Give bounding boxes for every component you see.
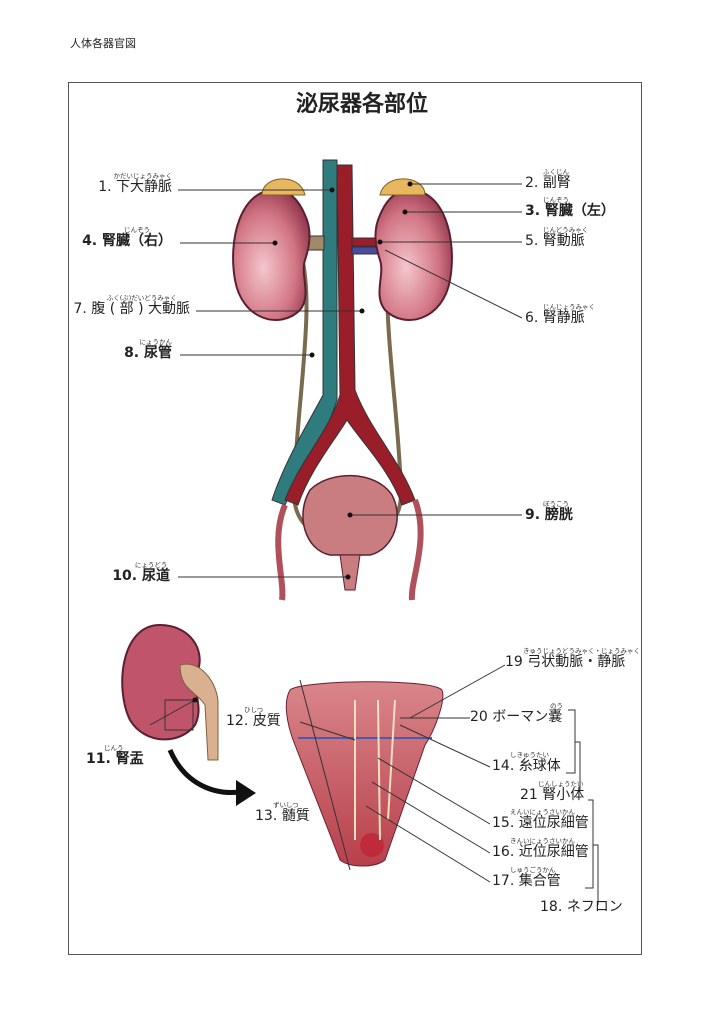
diagram-title: 泌尿器各部位 xyxy=(295,92,428,117)
urethra xyxy=(339,554,361,591)
adrenal-right xyxy=(261,178,306,196)
kidney-left xyxy=(374,188,453,321)
section-marker xyxy=(164,699,194,731)
diagram-frame xyxy=(68,82,642,955)
iliac-vessels xyxy=(275,498,424,601)
adrenal-left xyxy=(379,178,426,196)
label-nephron: 18. ネフロン xyxy=(540,899,623,915)
renal-pelvis xyxy=(179,663,219,761)
arrow xyxy=(167,748,241,795)
kidney-right xyxy=(232,188,311,321)
label-brackets xyxy=(566,709,599,905)
pointer-dots xyxy=(192,181,413,703)
nephron-section xyxy=(285,681,444,867)
abdominal-aorta xyxy=(284,164,416,506)
page-header: 人体各器官図 xyxy=(70,37,136,50)
leader-lines xyxy=(149,183,523,883)
arrow-head xyxy=(236,780,256,806)
